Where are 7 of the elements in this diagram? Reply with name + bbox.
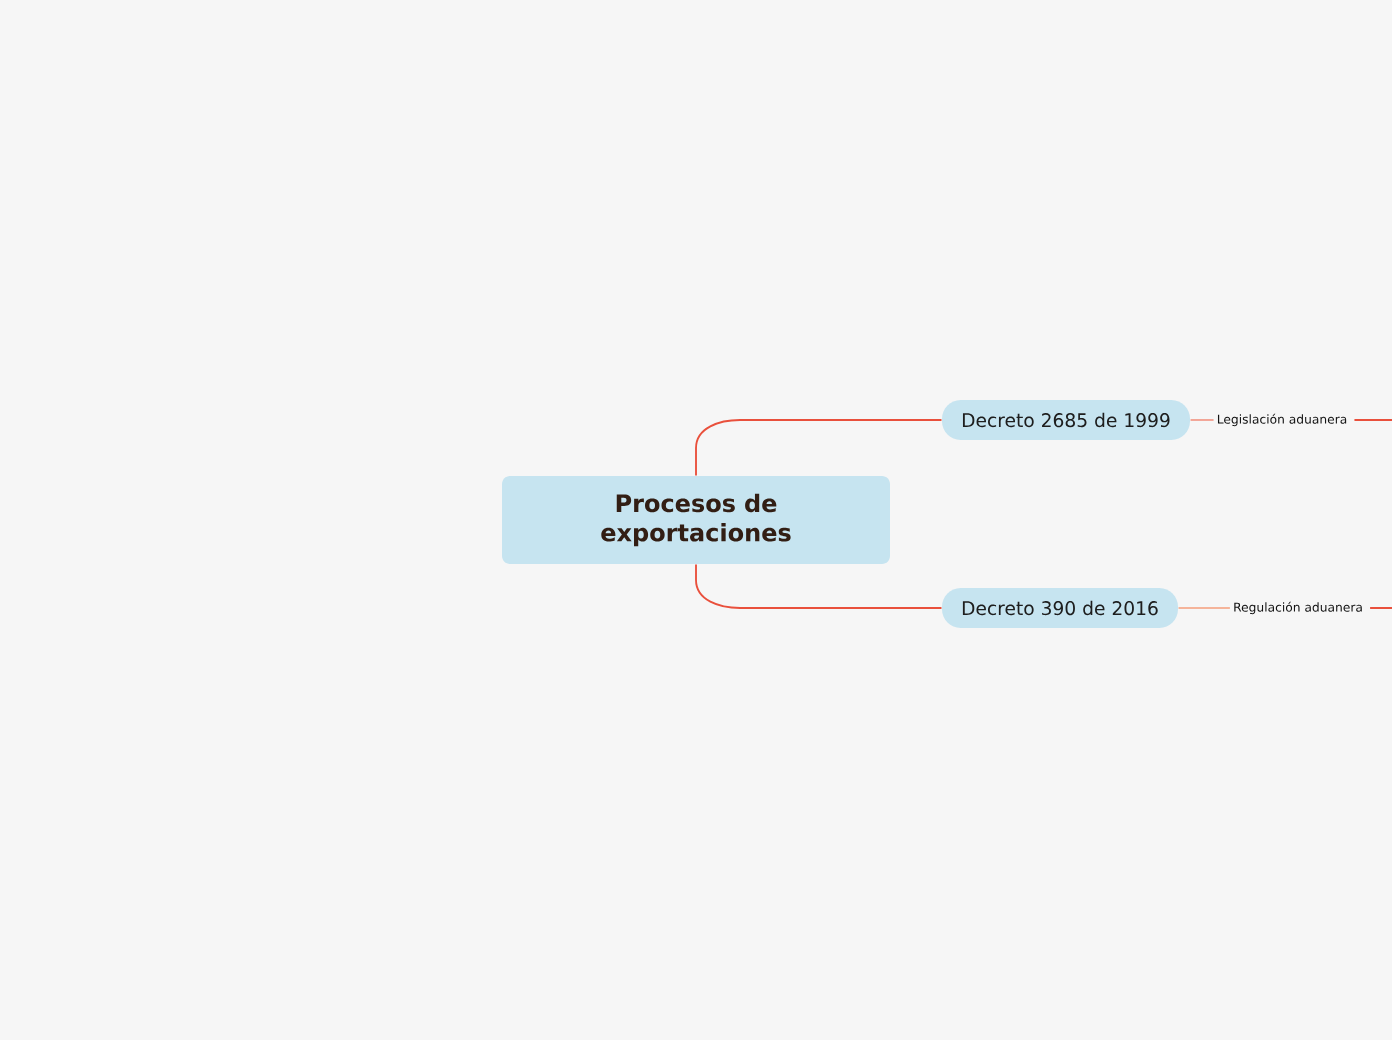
connector-line (695, 563, 943, 609)
connector-line (1189, 419, 1215, 421)
topic-box: Decreto 390 de 2016 (942, 588, 1178, 628)
connector-line (695, 419, 943, 477)
central-topic-box: Procesos de exportaciones (502, 476, 890, 564)
topic-box: Decreto 2685 de 1999 (942, 400, 1190, 440)
connector-line (1177, 607, 1231, 609)
